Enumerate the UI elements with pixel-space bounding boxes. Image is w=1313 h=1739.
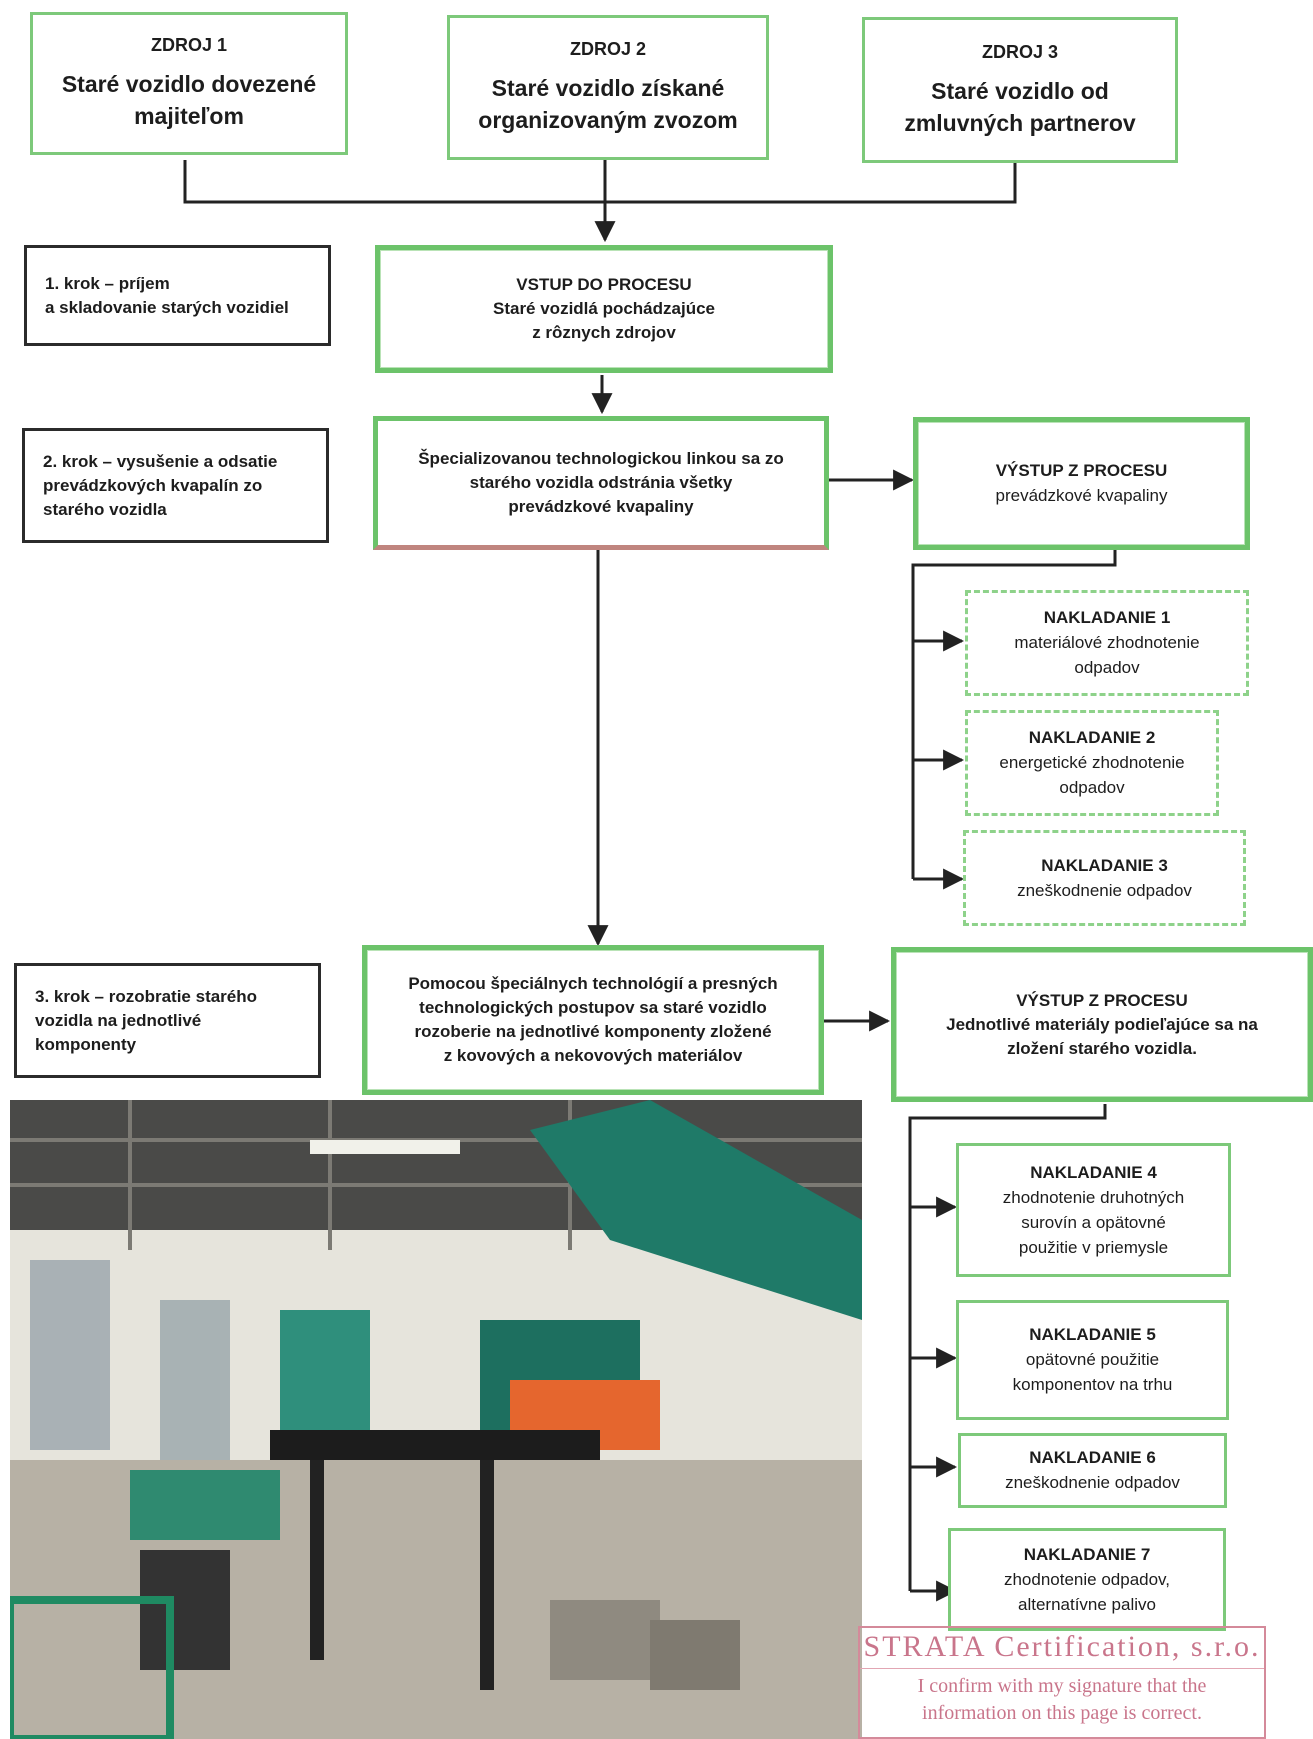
step-text: vozidla na jednotlivé (35, 1010, 202, 1030)
process-input-box: VSTUP DO PROCESU Staré vozidlá pochádzaj… (375, 245, 833, 373)
source-title: ZDROJ 1 (150, 35, 228, 55)
handling-text: zhodnotenie druhotných (1002, 1187, 1185, 1207)
connector-sources-merge (183, 160, 1017, 204)
output-1-title: VÝSTUP Z PROCESU (995, 461, 1168, 480)
output-2-text: Jednotlivé materiály podieľajúce sa na (946, 1014, 1258, 1034)
certification-stamp: STRATA Certification, s.r.o. I confirm w… (858, 1626, 1266, 1739)
step-text: prevádzkových kvapalín zo (43, 475, 263, 495)
handling-title: NAKLADANIE 1 (1043, 608, 1171, 627)
handling-text: zneškodnenie odpadov (1005, 1473, 1180, 1492)
connector-output1-branch (911, 550, 1117, 879)
output-2-text: zložení starého vozidla. (1007, 1038, 1197, 1058)
handling-text: odpadov (1074, 658, 1140, 677)
step-text: 2. krok – vysušenie a odsatie (43, 451, 278, 471)
output-1-text: prevádzkové kvapaliny (995, 486, 1168, 505)
source-title: ZDROJ 2 (569, 39, 647, 59)
handling-text: materiálové zhodnotenie (1014, 633, 1200, 652)
handling-title: NAKLADANIE 7 (1023, 1544, 1151, 1564)
stamp-company: STRATA Certification, s.r.o. (863, 1630, 1261, 1663)
step-text: 1. krok – príjem (45, 273, 170, 293)
source-text: organizovaným zvozom (478, 107, 738, 133)
handling-text: použitie v priemysle (1018, 1237, 1169, 1257)
handling-text: zneškodnenie odpadov (1017, 880, 1192, 900)
handling-text: zhodnotenie odpadov, (1003, 1569, 1171, 1589)
output-1-box: VÝSTUP Z PROCESU prevádzkové kvapaliny (913, 417, 1250, 550)
handling-4-box: NAKLADANIE 4 zhodnotenie druhotných suro… (956, 1143, 1231, 1277)
stamp-text: I confirm with my signature that the (860, 1668, 1264, 1700)
dismantling-line-photo (10, 1100, 862, 1739)
handling-text: odpadov (1059, 778, 1125, 797)
source-3-box: ZDROJ 3 Staré vozidlo od zmluvných partn… (862, 17, 1178, 163)
step-text: komponenty (35, 1034, 137, 1054)
handling-1-box: NAKLADANIE 1 materiálové zhodnotenie odp… (965, 590, 1249, 696)
source-text: Staré vozidlo dovezené (61, 71, 317, 97)
process-step3-text: rozoberie na jednotlivé komponenty zlože… (414, 1022, 772, 1041)
handling-text: surovín a opätovné (1021, 1212, 1166, 1232)
handling-7-box: NAKLADANIE 7 zhodnotenie odpadov, altern… (948, 1528, 1226, 1631)
process-step2-text: starého vozidla odstránia všetky (469, 473, 733, 492)
handling-text: alternatívne palivo (1018, 1594, 1156, 1614)
process-step2-box: Špecializovanou technologickou linkou sa… (373, 416, 829, 550)
handling-6-box: NAKLADANIE 6 zneškodnenie odpadov (958, 1433, 1227, 1508)
process-step3-text: z kovových a nekovových materiálov (443, 1046, 743, 1065)
handling-3-box: NAKLADANIE 3 zneškodnenie odpadov (963, 830, 1246, 926)
connector-output2-branch (908, 1104, 1107, 1591)
output-2-title: VÝSTUP Z PROCESU (1016, 990, 1188, 1010)
step-text: a skladovanie starých vozidiel (45, 297, 289, 317)
handling-2-box: NAKLADANIE 2 energetické zhodnotenie odp… (965, 710, 1219, 816)
source-text: zmluvných partnerov (904, 109, 1136, 136)
source-text: Staré vozidlo od (931, 77, 1109, 104)
source-title: ZDROJ 3 (981, 41, 1059, 62)
stamp-text: information on this page is correct. (922, 1702, 1202, 1724)
process-input-text: z rôznych zdrojov (532, 323, 676, 342)
handling-text: energetické zhodnotenie (999, 753, 1185, 772)
handling-text: opätovné použitie (1025, 1350, 1160, 1369)
process-input-title: VSTUP DO PROCESU (516, 275, 692, 294)
source-1-box: ZDROJ 1 Staré vozidlo dovezené majiteľom (30, 12, 348, 155)
process-step3-text: technologických postupov sa staré vozidl… (419, 998, 767, 1017)
handling-title: NAKLADANIE 3 (1041, 855, 1168, 875)
source-2-box: ZDROJ 2 Staré vozidlo získané organizova… (447, 15, 769, 160)
handling-title: NAKLADANIE 4 (1030, 1162, 1157, 1182)
handling-title: NAKLADANIE 2 (1028, 728, 1156, 747)
source-text: Staré vozidlo získané (491, 75, 725, 101)
handling-title: NAKLADANIE 6 (1029, 1448, 1156, 1467)
process-step3-text: Pomocou špeciálnych technológií a presný… (408, 974, 778, 993)
output-2-box: VÝSTUP Z PROCESU Jednotlivé materiály po… (891, 947, 1313, 1102)
process-step3-box: Pomocou špeciálnych technológií a presný… (362, 945, 824, 1095)
step-3-box: 3. krok – rozobratie starého vozidla na … (14, 963, 321, 1078)
handling-text: komponentov na trhu (1012, 1375, 1173, 1394)
process-input-text: Staré vozidlá pochádzajúce (492, 299, 715, 318)
step-1-box: 1. krok – príjem a skladovanie starých v… (24, 245, 331, 346)
handling-title: NAKLADANIE 5 (1029, 1325, 1156, 1344)
process-step2-text: prevádzkové kvapaliny (508, 497, 694, 516)
process-step2-text: Špecializovanou technologickou linkou sa… (418, 449, 784, 468)
source-text: majiteľom (134, 103, 244, 129)
step-text: starého vozidla (43, 499, 167, 519)
handling-5-box: NAKLADANIE 5 opätovné použitie komponent… (956, 1300, 1229, 1420)
step-2-box: 2. krok – vysušenie a odsatie prevádzkov… (22, 428, 329, 543)
step-text: 3. krok – rozobratie starého (35, 986, 258, 1006)
